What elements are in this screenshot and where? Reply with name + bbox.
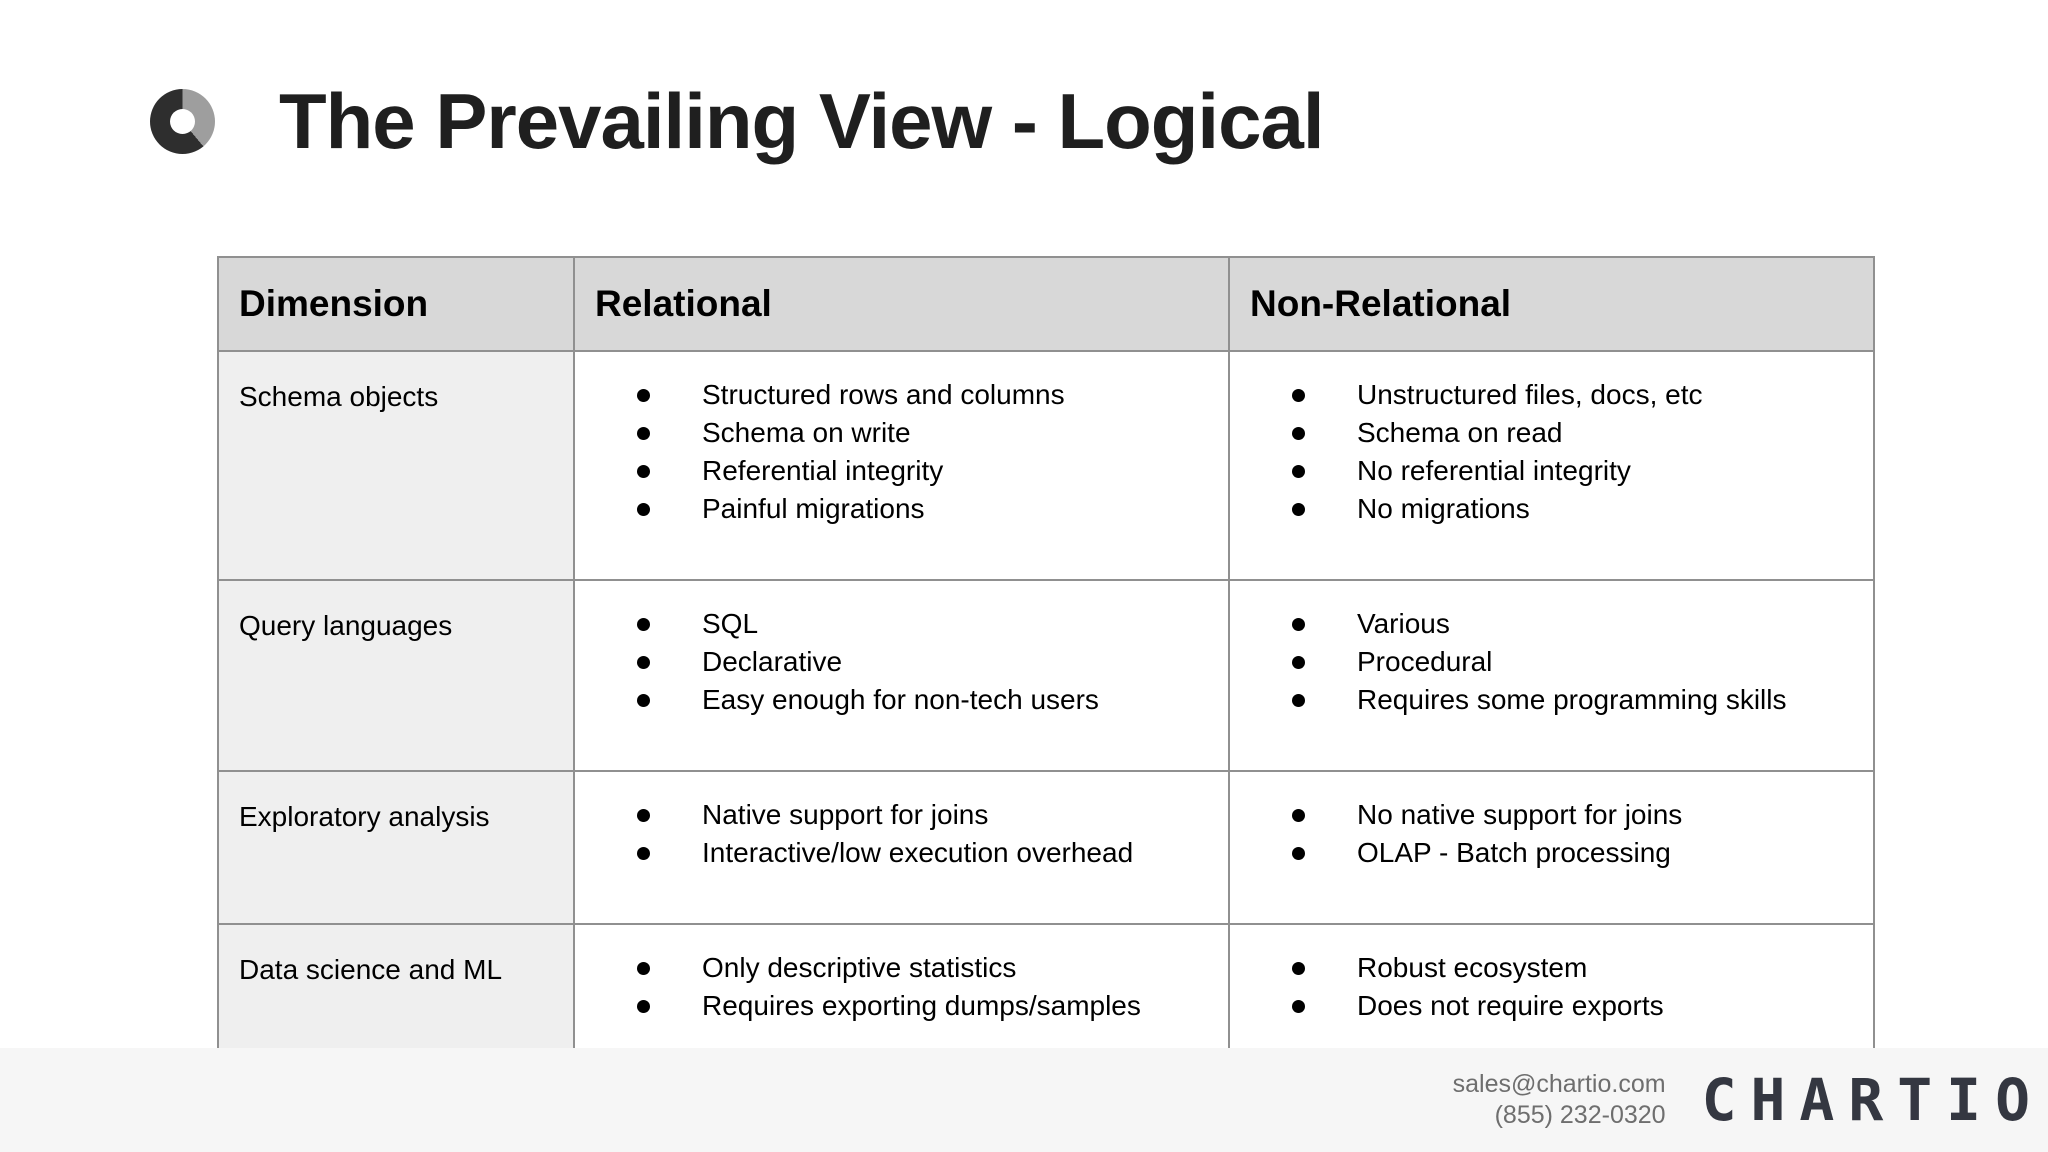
column-header-relational: Relational [573,256,1230,352]
bullet-text: Only descriptive statistics [702,952,1017,983]
bullet-item: Robust ecosystem [1230,949,1873,987]
bullet-item: Painful migrations [575,490,1228,528]
bullet-icon [637,1000,650,1013]
bullet-icon [1292,503,1305,516]
bullet-item: Only descriptive statistics [575,949,1228,987]
bullet-icon [1292,656,1305,669]
bullet-icon [1292,618,1305,631]
bullet-icon [637,694,650,707]
slide-title: The Prevailing View - Logical [279,77,1325,165]
dimension-cell: Query languages [217,579,575,772]
footer-email: sales@chartio.com [1452,1070,1666,1098]
bullet-text: OLAP - Batch processing [1357,837,1671,868]
bullet-text: Schema on write [702,417,911,448]
bullet-icon [637,618,650,631]
chartio-wordmark: CHARTIO [1701,1066,2044,1134]
bullet-icon [1292,389,1305,402]
bullet-text: Procedural [1357,646,1493,677]
bullet-text: Interactive/low execution overhead [702,837,1134,868]
bullet-item: No migrations [1230,490,1873,528]
bullet-item: Native support for joins [575,796,1228,834]
bullet-icon [1292,427,1305,440]
bullet-icon [1292,847,1305,860]
bullet-text: SQL [702,608,759,639]
table-header-row: Dimension Relational Non-Relational [217,256,1875,352]
bullet-icon [637,962,650,975]
bullet-item: Structured rows and columns [575,376,1228,414]
bullet-item: Schema on read [1230,414,1873,452]
bullet-item: No native support for joins [1230,796,1873,834]
bullet-item: Interactive/low execution overhead [575,834,1228,872]
comparison-table: Dimension Relational Non-Relational Sche… [217,256,1875,1076]
bullet-icon [637,465,650,478]
bullet-text: Requires exporting dumps/samples [702,990,1141,1021]
dimension-cell: Schema objects [217,350,575,581]
bullet-item: Various [1230,605,1873,643]
bullet-icon [637,847,650,860]
contact-info: sales@chartio.com (855) 232-0320 [1453,1069,1666,1131]
bullet-item: Requires exporting dumps/samples [575,987,1228,1025]
bullet-item: No referential integrity [1230,452,1873,490]
bullet-item: Does not require exports [1230,987,1873,1025]
bullet-text: Native support for joins [702,799,989,830]
dimension-cell: Exploratory analysis [217,770,575,925]
bullet-text: Requires some programming skills [1357,684,1787,715]
column-header-dimension: Dimension [217,256,575,352]
bullet-icon [1292,809,1305,822]
column-header-non-relational: Non-Relational [1228,256,1875,352]
bullet-text: Easy enough for non-tech users [702,684,1099,715]
bullet-item: Declarative [575,643,1228,681]
bullet-icon [637,809,650,822]
bullet-icon [1292,962,1305,975]
bullet-icon [637,503,650,516]
donut-chart-logo-icon [150,89,215,154]
bullet-icon [637,656,650,669]
bullet-icon [637,427,650,440]
slide-header: The Prevailing View - Logical [150,76,1325,167]
bullet-text: Structured rows and columns [702,379,1065,410]
bullet-text: Robust ecosystem [1357,952,1588,983]
bullet-icon [1292,465,1305,478]
bullet-text: Schema on read [1357,417,1563,448]
bullet-text: Referential integrity [702,455,944,486]
bullet-text: No referential integrity [1357,455,1631,486]
bullet-item: OLAP - Batch processing [1230,834,1873,872]
bullet-item: Referential integrity [575,452,1228,490]
bullet-item: Schema on write [575,414,1228,452]
bullet-text: No migrations [1357,493,1530,524]
bullet-text: Various [1357,608,1450,639]
bullet-text: Unstructured files, docs, etc [1357,379,1703,410]
bullet-icon [1292,694,1305,707]
bullet-icon [1292,1000,1305,1013]
bullet-text: Does not require exports [1357,990,1664,1021]
footer-phone: (855) 232-0320 [1494,1101,1666,1129]
bullet-item: Requires some programming skills [1230,681,1873,719]
slide-footer: sales@chartio.com (855) 232-0320 CHARTIO [0,1048,2048,1152]
bullet-text: Painful migrations [702,493,925,524]
bullet-item: Easy enough for non-tech users [575,681,1228,719]
bullet-text: No native support for joins [1357,799,1683,830]
bullet-text: Declarative [702,646,843,677]
bullet-item: Unstructured files, docs, etc [1230,376,1873,414]
bullet-item: SQL [575,605,1228,643]
bullet-item: Procedural [1230,643,1873,681]
bullet-icon [637,389,650,402]
